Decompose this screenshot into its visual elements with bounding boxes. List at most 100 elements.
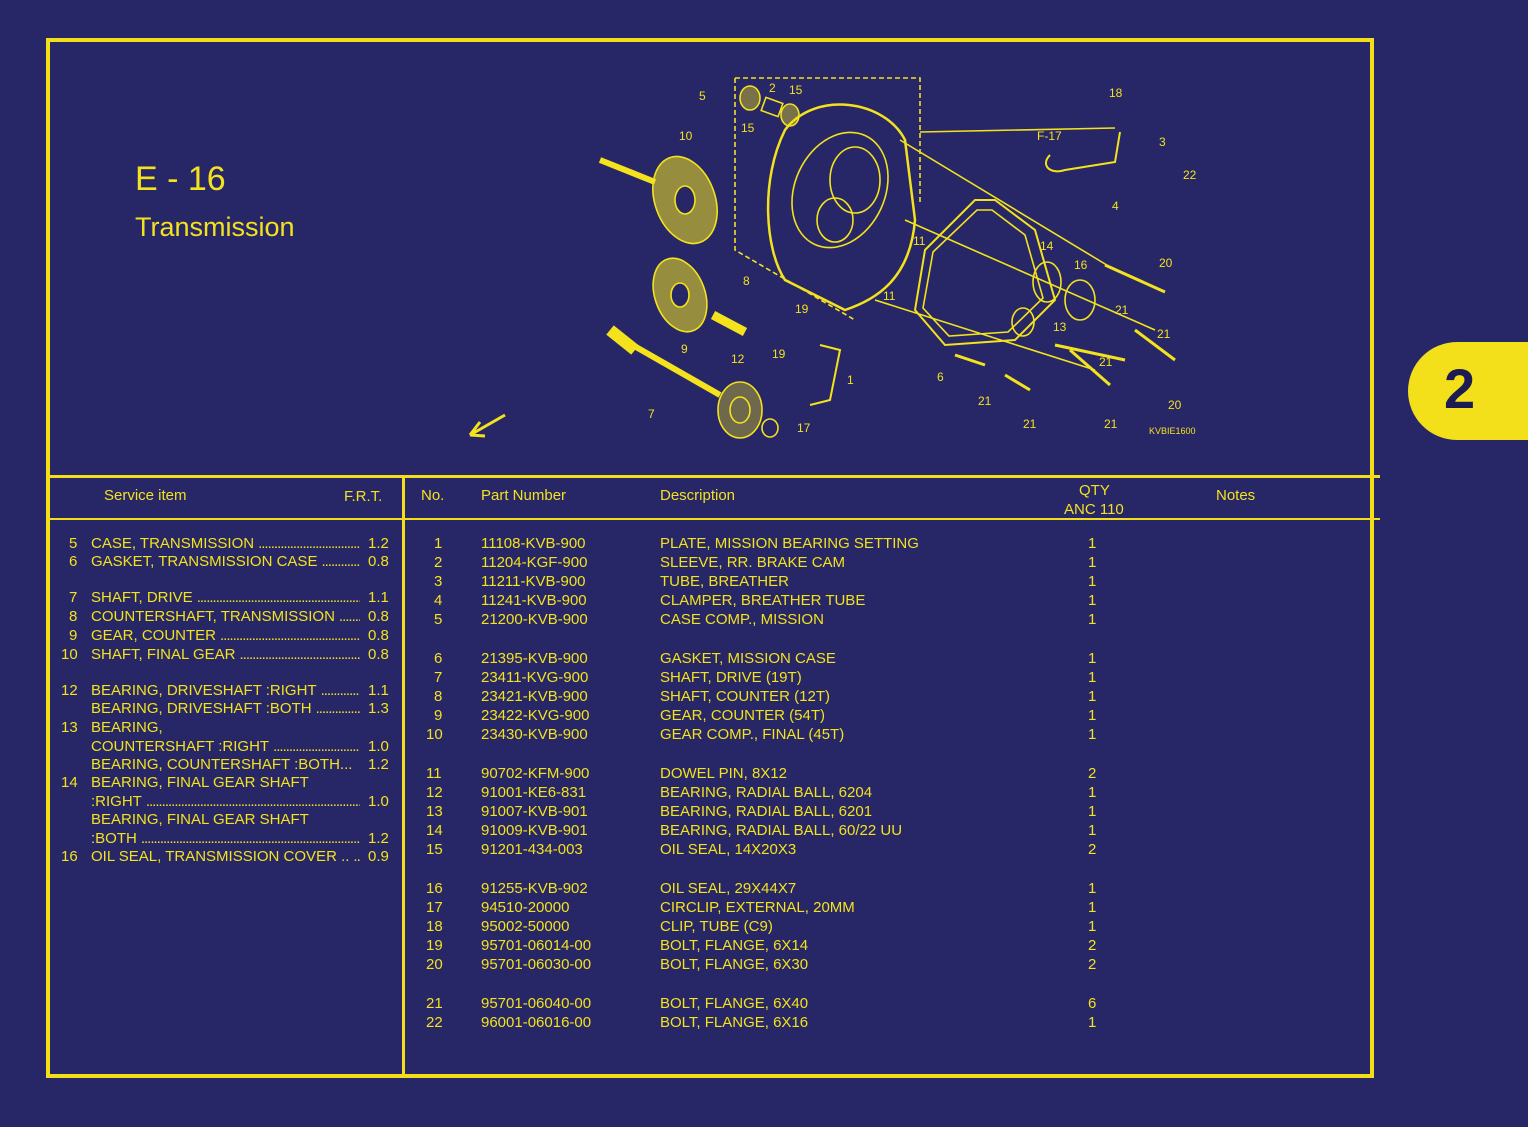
part-row-number: 3 — [434, 573, 443, 590]
part-number: 91201-434-003 — [481, 841, 583, 858]
part-number: 21395-KVB-900 — [481, 650, 588, 667]
part-number: 11108-KVB-900 — [481, 535, 586, 552]
service-item-name: COUNTERSHAFT :RIGHT — [91, 738, 270, 755]
part-number: 91007-KVB-901 — [481, 803, 588, 820]
page-title: Transmission — [135, 212, 295, 242]
service-item-number: 9 — [69, 627, 78, 644]
dot-leader: ........................................… — [338, 608, 360, 625]
service-item-header: Service item — [104, 487, 187, 504]
service-item-name: BEARING, FINAL GEAR SHAFT — [91, 774, 309, 791]
part-quantity: 1 — [1088, 611, 1097, 628]
service-item-name: BEARING, FINAL GEAR SHAFT — [91, 811, 309, 828]
service-item-frt: 1.2 — [368, 535, 389, 552]
service-item-name: BEARING, COUNTERSHAFT :BOTH... — [91, 756, 353, 773]
service-item-frt: 0.9 — [368, 848, 389, 865]
callout-5: 5 — [699, 89, 706, 103]
service-item-name: BEARING, DRIVESHAFT :BOTH — [91, 700, 312, 717]
part-row-number: 10 — [426, 726, 443, 743]
part-description: PLATE, MISSION BEARING SETTING — [660, 535, 919, 552]
dot-leader: ........................................… — [315, 700, 360, 717]
service-item-name: OIL SEAL, TRANSMISSION COVER .. — [91, 848, 350, 865]
callout-4: 4 — [1112, 199, 1119, 213]
part-description: DOWEL PIN, 8X12 — [660, 765, 787, 782]
part-quantity: 1 — [1088, 535, 1097, 552]
part-quantity: 1 — [1088, 784, 1097, 801]
part-description: BOLT, FLANGE, 6X40 — [660, 995, 809, 1012]
column-divider — [402, 477, 405, 1076]
part-number: 23422-KVG-900 — [481, 707, 590, 724]
frt-header: F.R.T. — [344, 488, 383, 505]
service-item-name: COUNTERSHAFT, TRANSMISSION — [91, 608, 335, 625]
part-quantity: 1 — [1088, 688, 1097, 705]
part-row-number: 17 — [426, 899, 443, 916]
no-header: No. — [421, 487, 445, 504]
dot-leader: ........................................… — [220, 627, 360, 644]
callout-15: 15 — [741, 121, 755, 135]
description-header: Description — [660, 487, 736, 504]
part-number: 23411-KVG-900 — [481, 669, 589, 686]
part-number: 96001-06016-00 — [481, 1014, 592, 1031]
part-quantity: 1 — [1088, 573, 1097, 590]
table-top-rule — [50, 475, 1380, 478]
part-quantity: 1 — [1088, 650, 1097, 667]
part-row-number: 15 — [426, 841, 443, 858]
part-row-number: 16 — [426, 880, 443, 897]
part-description: BOLT, FLANGE, 6X30 — [660, 956, 809, 973]
section-tab-number: 2 — [1444, 357, 1476, 420]
part-number: 11211-KVB-900 — [481, 573, 586, 590]
part-description: OIL SEAL, 14X20X3 — [660, 841, 797, 858]
callout-3: 3 — [1159, 135, 1166, 149]
part-quantity: 1 — [1088, 1014, 1097, 1031]
callout-13: 13 — [1053, 320, 1067, 334]
part-quantity: 2 — [1088, 937, 1097, 954]
diagram-ref-code: KVBIE1600 — [1149, 426, 1196, 436]
service-item-number: 13 — [61, 719, 78, 736]
service-item-name: :BOTH — [91, 830, 137, 847]
dot-leader: ........................................… — [239, 646, 360, 663]
dot-leader: ........................................… — [258, 535, 360, 552]
service-item-name: GEAR, COUNTER — [91, 627, 217, 644]
callout-16: 16 — [1074, 258, 1088, 272]
part-row-number: 6 — [434, 650, 443, 667]
part-description: BOLT, FLANGE, 6X14 — [660, 937, 809, 954]
callout-7: 7 — [648, 407, 655, 421]
callout-21: 21 — [1023, 417, 1037, 431]
part-number: 23421-KVB-900 — [481, 688, 588, 705]
section-tab[interactable]: 2 — [1408, 342, 1528, 440]
callout-21: 21 — [1157, 327, 1171, 341]
exploded-diagram: 5 2 15 15 10 8 9 19 19 12 7 17 1 6 11 11… — [468, 77, 1197, 439]
part-number: 90702-KFM-900 — [481, 765, 590, 782]
part-description: BEARING, RADIAL BALL, 60/22 UU — [660, 822, 903, 839]
callout-8: 8 — [743, 274, 750, 288]
part-row-number: 21 — [426, 995, 443, 1012]
part-row-number: 7 — [434, 669, 443, 686]
callout-21: 21 — [1104, 417, 1118, 431]
callout-15: 15 — [789, 83, 803, 97]
callout-22: 22 — [1183, 168, 1197, 182]
part-row-number: 22 — [426, 1014, 443, 1031]
part-description: CASE COMP., MISSION — [660, 611, 824, 628]
service-item-number: 5 — [69, 535, 78, 552]
service-item-frt: 0.8 — [368, 608, 389, 625]
part-row-number: 11 — [426, 765, 442, 782]
service-item-name: :RIGHT — [91, 793, 142, 810]
service-item-number: 12 — [61, 682, 78, 699]
part-quantity: 2 — [1088, 956, 1097, 973]
callout-19: 19 — [795, 302, 809, 316]
service-item-name: GASKET, TRANSMISSION CASE — [91, 553, 318, 570]
callout-19: 19 — [772, 347, 786, 361]
callout-21: 21 — [978, 394, 992, 408]
service-item-frt: 1.1 — [368, 682, 389, 699]
callout-20: 20 — [1168, 398, 1182, 412]
callout-9: 9 — [681, 342, 688, 356]
part-row-number: 18 — [426, 918, 443, 935]
dot-leader: ........................................… — [273, 738, 360, 755]
part-quantity: 1 — [1088, 822, 1097, 839]
part-row-number: 5 — [434, 611, 443, 628]
part-quantity: 1 — [1088, 669, 1097, 686]
page-frame — [46, 38, 1374, 1078]
part-description: CLAMPER, BREATHER TUBE — [660, 592, 866, 609]
part-description: GASKET, MISSION CASE — [660, 650, 836, 667]
service-item-frt: 0.8 — [368, 553, 389, 570]
part-description: SHAFT, DRIVE (19T) — [660, 669, 802, 686]
